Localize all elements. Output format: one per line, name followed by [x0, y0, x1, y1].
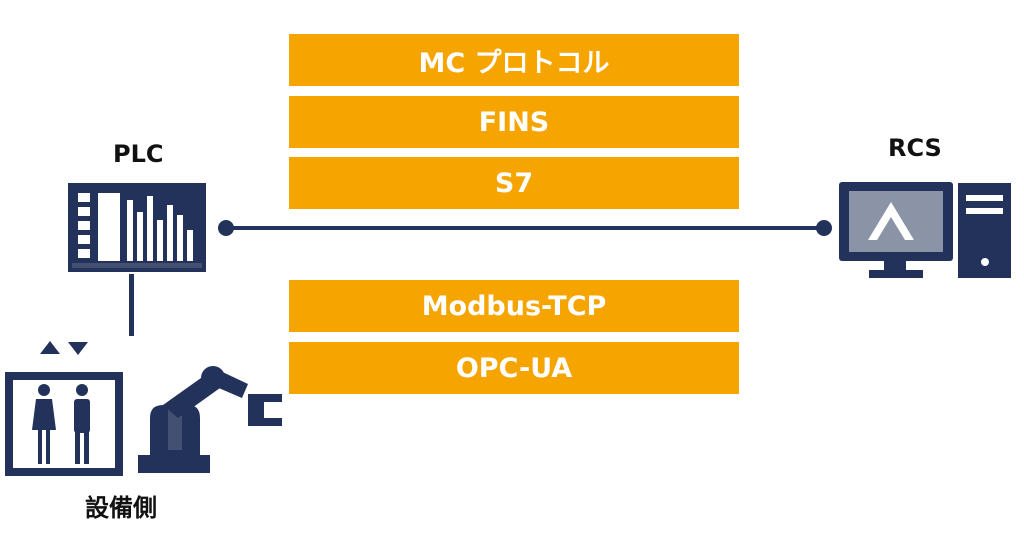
rcs-label: RCS	[888, 134, 942, 162]
elevator-icon	[5, 372, 123, 476]
computer-icon	[839, 182, 1011, 278]
triangle-up-icon	[40, 341, 60, 354]
protocol-s7: S7	[289, 157, 739, 209]
protocol-fins: FINS	[289, 96, 739, 148]
plc-label: PLC	[113, 140, 164, 168]
plc-icon	[68, 183, 206, 272]
protocol-mc: MC プロトコル	[289, 34, 739, 86]
connection-line	[218, 220, 832, 236]
equipment-label: 設備側	[85, 494, 157, 522]
protocol-modbus-tcp: Modbus-TCP	[289, 280, 739, 332]
triangle-down-icon	[68, 342, 88, 355]
robot-arm-icon	[138, 366, 282, 473]
protocol-opc-ua: OPC-UA	[289, 342, 739, 394]
plc-connector-line	[129, 274, 134, 336]
